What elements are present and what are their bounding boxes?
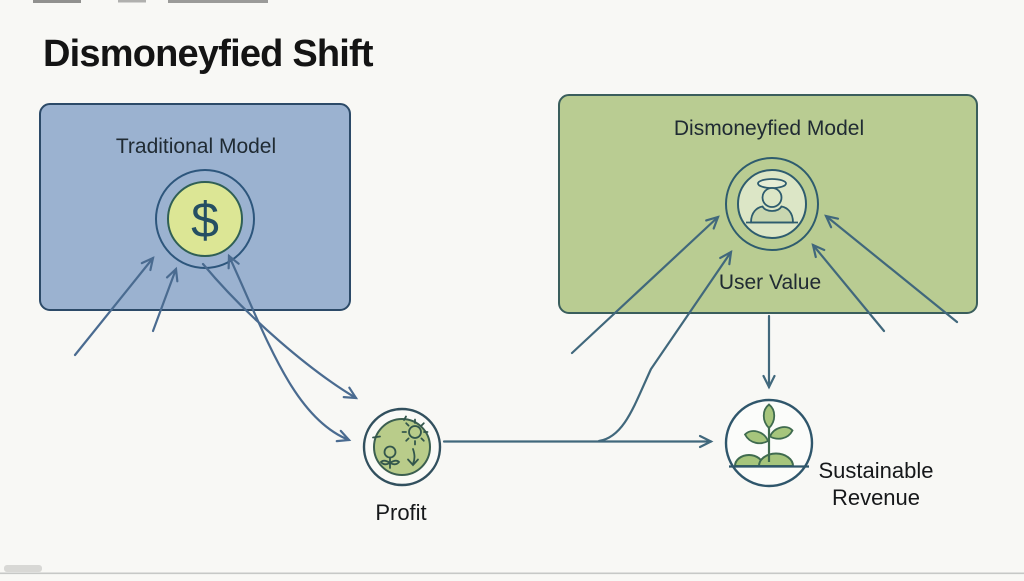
traditional-model-box: Traditional Model $ — [39, 103, 351, 311]
traditional-model-label: Traditional Model — [116, 135, 276, 158]
arrow-into-dollar-1 — [73, 256, 155, 357]
arrow-into-user-value-left — [570, 215, 720, 355]
user-value-label: User Value — [719, 271, 821, 294]
head-shape — [761, 187, 783, 208]
arrows-into-dollar — [73, 256, 179, 357]
leaf-right — [768, 426, 794, 440]
dollar-symbol: $ — [191, 192, 219, 248]
leaf-top — [762, 403, 776, 430]
arrow-dollar-to-profit-2 — [227, 253, 352, 443]
seedling-icon — [724, 398, 814, 488]
profit-label: Profit — [375, 500, 426, 525]
sustainable-revenue-label-line1: Sustainable — [819, 458, 934, 483]
sustainable-revenue-label-line2: Revenue — [832, 485, 920, 510]
profit-mechanism-icon — [362, 407, 442, 487]
diagram-title: Dismoneyfied Shift — [43, 33, 374, 75]
sustainable-revenue-node: Sustainable Revenue — [724, 398, 934, 510]
shoulders-shape — [750, 205, 794, 224]
arrows-dollar-to-profit — [201, 253, 359, 443]
arrow-into-user-value-right-inner — [811, 243, 886, 333]
user-halo-icon — [725, 157, 819, 251]
arrow-into-dollar-2 — [151, 266, 179, 333]
flow-arrows — [442, 214, 959, 449]
flower-icon — [379, 445, 401, 469]
dismoneyfied-model-label: Dismoneyfied Model — [674, 117, 864, 140]
arrow-into-user-value-right-outer — [824, 214, 959, 324]
dismoneyfied-model-box: Dismoneyfied Model User Value — [558, 94, 978, 314]
gear-icon — [401, 415, 429, 446]
arrow-profit-branch-to-user-value — [597, 249, 733, 443]
dollar-coin-icon: $ — [155, 169, 255, 269]
down-arrow-icon — [372, 435, 419, 467]
halo-shape — [757, 178, 787, 189]
profit-node: Profit — [362, 407, 442, 525]
leaf-left — [743, 430, 770, 445]
